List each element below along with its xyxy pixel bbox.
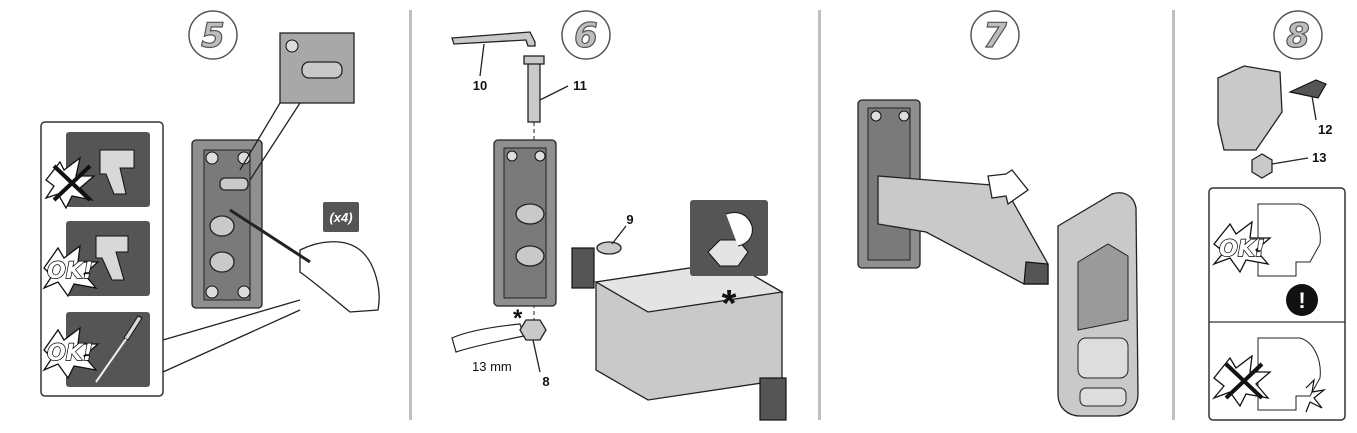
screw-hole-icon	[205, 151, 219, 165]
bolt-head	[523, 55, 545, 65]
clamp-correct-icon	[1257, 203, 1321, 277]
divider-5-6	[409, 10, 412, 420]
power-drill-not-allowed	[44, 132, 150, 210]
warning-icon	[1286, 284, 1318, 316]
step-6: 6 10 11 9 9 * 8 13 mm	[451, 10, 787, 421]
label-leader	[539, 85, 569, 101]
label-bolt: 11	[573, 78, 587, 93]
step-5-badge	[188, 10, 238, 60]
step-6-number: 6	[574, 16, 598, 56]
step-7-badge	[970, 10, 1020, 60]
screwdriver-shaft	[95, 338, 127, 383]
crack-burst-icon	[1305, 378, 1327, 413]
screw-hole-icon	[534, 150, 546, 162]
finger-icon	[725, 212, 753, 247]
incorrect-installation	[1211, 337, 1327, 413]
arm-cover-slot	[1077, 337, 1129, 379]
clamp-part-icon	[1217, 65, 1283, 151]
burst-icon	[42, 244, 100, 298]
burst-icon	[1211, 220, 1272, 274]
hinge-knuckle	[209, 215, 235, 237]
burst-icon	[42, 326, 100, 380]
hinge-pin	[219, 177, 249, 191]
step-7: 7	[857, 10, 1139, 417]
arm-cover-slot	[1079, 387, 1127, 407]
multiplier-badge	[323, 202, 359, 232]
multiplier-label: (x4)	[329, 210, 352, 225]
callout-lines	[162, 299, 301, 373]
divider-6-7	[818, 10, 821, 420]
ok-label-drill: OK!	[47, 259, 93, 284]
washer-top-icon	[596, 241, 622, 255]
nut-asterisk: *	[513, 305, 523, 332]
zoom-callout	[239, 102, 301, 181]
warning-glyph: !	[1298, 288, 1305, 313]
screwdriver-handle	[123, 315, 143, 341]
lock-nut-icon	[707, 239, 749, 267]
lock-nut-asterisk: *	[722, 283, 737, 325]
step-7-number: 7	[983, 16, 1007, 56]
label-nut: 8	[542, 374, 549, 389]
step-5: 5 OK! OK!	[40, 10, 380, 397]
arm-end-cap	[1023, 261, 1049, 285]
divider-7-8	[1172, 10, 1175, 420]
cross-icon	[1224, 362, 1264, 400]
power-drill-icon	[99, 149, 135, 195]
screw-icon	[1288, 79, 1327, 99]
cordless-screwdriver-ok: OK!	[42, 221, 150, 298]
label-washer-top: 9	[626, 212, 633, 227]
step-8: 8 12 13 OK! !	[1208, 10, 1346, 421]
arm-cover-recess	[1077, 243, 1129, 331]
screwdriver-shaft	[229, 208, 311, 264]
screw-hole-icon	[898, 110, 910, 122]
label-leader	[1311, 95, 1317, 121]
step-6-badge	[561, 10, 611, 60]
panel-dividers	[409, 10, 1175, 420]
nut-icon	[1251, 153, 1273, 179]
screw-hole-icon	[285, 39, 299, 53]
step-8-badge	[1273, 10, 1323, 60]
screw-hole-icon	[237, 285, 251, 299]
hinge-knuckle	[515, 245, 545, 267]
label-hex-key: 10	[473, 78, 487, 93]
correct-installation: OK! !	[1211, 203, 1321, 316]
arm-end-cap	[759, 377, 787, 421]
screw-hole-icon	[205, 285, 219, 299]
hand-icon	[299, 241, 380, 313]
label-leader	[611, 225, 627, 245]
nut-icon	[519, 319, 547, 341]
cross-icon	[52, 164, 92, 202]
manual-screwdriver-ok: OK!	[42, 312, 150, 387]
wall-bracket-plate	[191, 139, 263, 309]
screw-hole-icon	[870, 110, 882, 122]
hinge-knuckle	[515, 203, 545, 225]
label-leader	[479, 43, 485, 77]
label-nut: 13	[1312, 150, 1326, 165]
step-5-number: 5	[201, 16, 225, 56]
ok-label-screwdriver: OK!	[47, 341, 93, 366]
screw-hole-icon	[506, 150, 518, 162]
push-arrow-icon	[987, 169, 1029, 206]
label-leader	[532, 339, 541, 373]
zoom-hinge-pin	[301, 61, 343, 79]
bolt-icon	[527, 59, 541, 123]
wrench-size-label: 13 mm	[472, 359, 512, 374]
step-8-number: 8	[1286, 16, 1310, 56]
hex-key-icon	[451, 31, 536, 47]
label-leader	[1271, 157, 1309, 165]
label-screw: 12	[1318, 122, 1332, 137]
ok-label-correct: OK!	[1219, 237, 1265, 262]
arm-mount-block	[571, 247, 595, 289]
hinge-knuckle	[209, 251, 235, 273]
cordless-screwdriver-icon	[95, 235, 129, 281]
clamp-incorrect-icon	[1257, 337, 1321, 411]
